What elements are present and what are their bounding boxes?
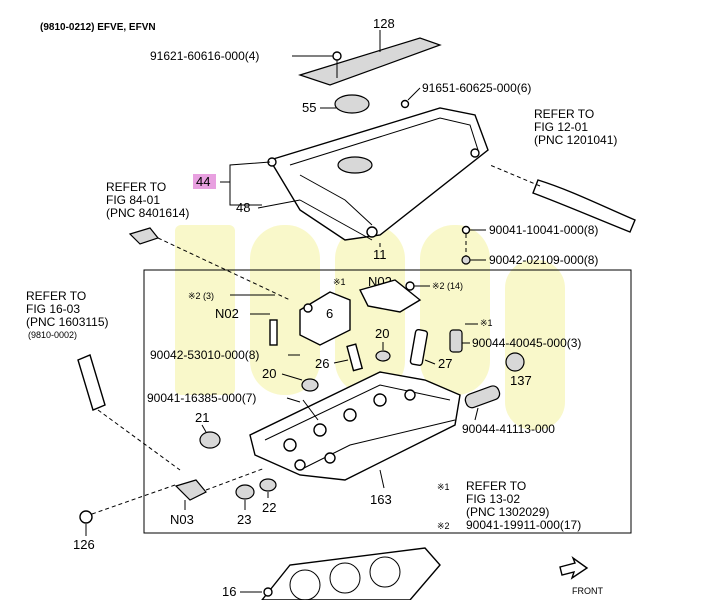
callout-90041-16385: 90041-16385-000(7) (147, 391, 256, 405)
svg-text:※2: ※2 (437, 521, 450, 531)
callout-11: 11 (373, 247, 387, 262)
callout-90042-02109: 90042-02109-000(8) (489, 253, 598, 267)
svg-text:90041-19911-000(17): 90041-19911-000(17) (466, 518, 581, 532)
shaft-icon (464, 385, 501, 409)
callout-6: 6 (326, 306, 333, 321)
callout-n03: N03 (170, 512, 194, 527)
note-x1-b: ※1 (480, 318, 493, 328)
part-cylinder-head (249, 371, 461, 481)
callout-90041-10041: 90041-10041-000(8) (489, 223, 598, 237)
callout-90044-40045: 90044-40045-000(3) (472, 336, 581, 350)
svg-text:FIG 13-02: FIG 13-02 (466, 492, 520, 506)
note-bolt-19911: ※2 90041-19911-000(17) (437, 518, 581, 532)
svg-text:(PNC 1603115): (PNC 1603115) (26, 315, 109, 329)
svg-text:(PNC 1302029): (PNC 1302029) (466, 505, 549, 519)
part-cam-carrier (299, 279, 422, 346)
callout-26: 26 (315, 356, 329, 371)
ref-fig-16: REFER TO FIG 16-03 (PNC 1603115) (9810-0… (26, 289, 109, 340)
svg-text:(PNC 1201041): (PNC 1201041) (534, 133, 617, 147)
svg-text:REFER TO: REFER TO (106, 180, 166, 194)
oil-cap-icon (334, 94, 370, 114)
svg-text:REFER TO: REFER TO (26, 289, 86, 303)
seal-icon (199, 431, 221, 449)
front-label: FRONT (572, 586, 603, 596)
svg-text:(PNC 8401614): (PNC 8401614) (106, 206, 189, 220)
pipe-icon (77, 354, 106, 411)
callout-27: 27 (438, 356, 452, 371)
callout-91651: 91651-60625-000(6) (422, 81, 531, 95)
callout-n02-lower: N02 (215, 306, 239, 321)
callout-90044-41113: 90044-41113-000 (462, 422, 555, 436)
highlight-44 (193, 174, 216, 189)
callout-44: 44 (196, 174, 210, 189)
note-x2-3: ※2 (3) (188, 291, 214, 301)
svg-text:REFER TO: REFER TO (466, 479, 526, 493)
note-refer-13: ※1 REFER TO FIG 13-02 (PNC 1302029) (437, 479, 549, 519)
part-head-gasket (260, 547, 441, 601)
svg-text:FIG 84-01: FIG 84-01 (106, 193, 160, 207)
front-arrow-icon (559, 556, 589, 580)
sensor-icon (128, 227, 160, 245)
callout-20-lower: 20 (262, 366, 276, 381)
callout-137: 137 (510, 373, 532, 388)
callout-16: 16 (222, 584, 236, 599)
callout-20-upper: 20 (375, 326, 389, 341)
svg-text:※1: ※1 (437, 482, 450, 492)
nut-icon (79, 510, 93, 524)
ref-fig-84: REFER TO FIG 84-01 (PNC 8401614) (106, 180, 189, 220)
svg-text:(9810-0002): (9810-0002) (28, 330, 77, 340)
part-cover-plate (298, 30, 442, 86)
svg-text:FIG 12-01: FIG 12-01 (534, 120, 588, 134)
callout-22: 22 (262, 500, 276, 515)
callout-48: 48 (236, 200, 250, 215)
part-valve-cover (267, 107, 489, 241)
callout-126: 126 (73, 537, 95, 552)
callout-23: 23 (237, 512, 251, 527)
svg-text:REFER TO: REFER TO (534, 107, 594, 121)
plug-icon (505, 352, 525, 372)
note-x1-a: ※1 (333, 277, 346, 287)
callout-21: 21 (195, 410, 209, 425)
sensor-n03-icon (174, 479, 207, 501)
note-x2-14: ※2 (14) (432, 281, 463, 291)
callout-90042-53010: 90042-53010-000(8) (150, 348, 259, 362)
ref-fig-12: REFER TO FIG 12-01 (PNC 1201041) (534, 107, 617, 147)
svg-text:FIG 16-03: FIG 16-03 (26, 302, 80, 316)
callout-163: 163 (370, 492, 392, 507)
header-text: (9810-0212) EFVE, EFVN (40, 22, 156, 33)
pin-icon (269, 319, 278, 346)
hose-icon (532, 179, 636, 233)
callout-55: 55 (302, 100, 316, 115)
callout-128: 128 (373, 16, 395, 31)
bolt-icon (332, 51, 342, 61)
callout-91621: 91621-60616-000(4) (150, 49, 259, 63)
assembly-frame (143, 269, 632, 534)
